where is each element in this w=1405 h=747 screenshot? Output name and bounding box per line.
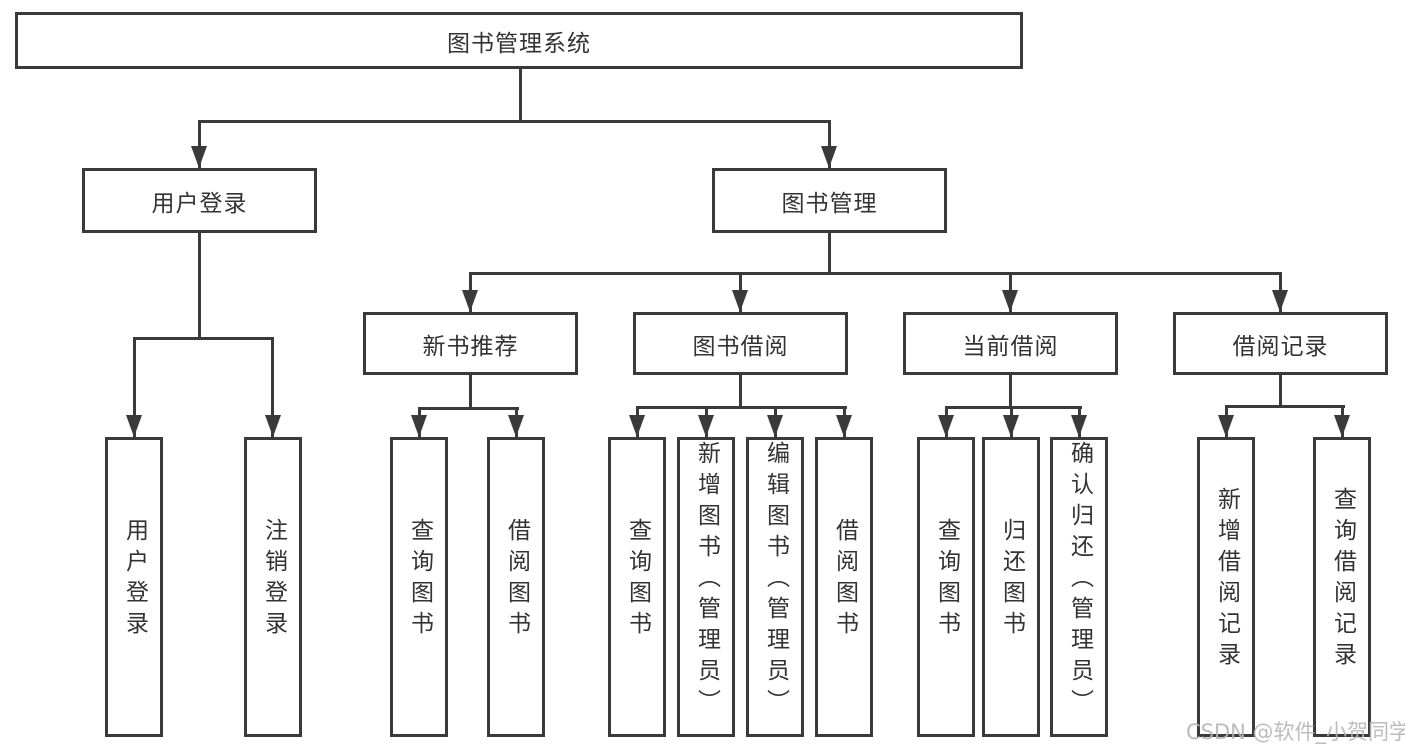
- node-label: 图书管理: [781, 190, 878, 217]
- arrow-down-icon: [629, 415, 645, 437]
- arrow-down-icon: [836, 415, 852, 437]
- node-root-library-management-system: 图书管理系统: [15, 12, 1023, 69]
- connector-line: [469, 375, 472, 410]
- csdn-watermark: CSDN @软件_小贺同学: [1186, 720, 1405, 744]
- arrow-down-icon: [938, 415, 954, 437]
- arrow-down-icon: [1272, 290, 1288, 312]
- node-label: 用户登录: [151, 190, 248, 217]
- connector-line: [198, 233, 201, 340]
- node-label: 注销登录: [260, 518, 287, 642]
- node-label: 确认归还（管理员）: [1066, 440, 1093, 720]
- connector-line: [133, 337, 136, 437]
- arrow-down-icon: [126, 415, 142, 437]
- arrow-down-icon: [191, 146, 207, 168]
- node-label: 当前借阅: [962, 333, 1059, 360]
- leaf-user-login: 用户登录: [105, 437, 163, 737]
- connector-line: [469, 272, 1282, 275]
- connector-line: [828, 233, 831, 275]
- leaf-return-books: 归还图书: [982, 437, 1040, 737]
- leaf-query-books-current: 查询图书: [917, 437, 975, 737]
- connector-line: [1279, 375, 1282, 408]
- arrow-down-icon: [1071, 415, 1087, 437]
- arrow-down-icon: [767, 415, 783, 437]
- node-new-book-recommend: 新书推荐: [363, 312, 578, 375]
- node-user-login: 用户登录: [82, 168, 317, 233]
- arrow-down-icon: [732, 290, 748, 312]
- node-label: 查询图书: [406, 518, 433, 642]
- connector-line: [271, 337, 274, 437]
- node-label: 新书推荐: [422, 333, 519, 360]
- arrow-down-icon: [1003, 415, 1019, 437]
- node-label: 查询图书: [624, 518, 651, 642]
- node-current-borrow: 当前借阅: [903, 312, 1118, 375]
- arrow-down-icon: [1002, 290, 1018, 312]
- arrow-down-icon: [698, 415, 714, 437]
- leaf-borrow-books: 借阅图书: [815, 437, 873, 737]
- leaf-query-books-recommend: 查询图书: [390, 437, 448, 737]
- arrow-down-icon: [508, 415, 524, 437]
- node-label: 归还图书: [998, 518, 1025, 642]
- connector-line: [198, 120, 831, 123]
- leaf-edit-books-admin: 编辑图书（管理员）: [746, 437, 804, 737]
- node-label: 新增借阅记录: [1213, 487, 1240, 673]
- arrow-down-icon: [411, 415, 427, 437]
- connector-line: [418, 407, 519, 410]
- leaf-logout: 注销登录: [244, 437, 302, 737]
- node-borrow-records: 借阅记录: [1173, 312, 1388, 375]
- node-label: 编辑图书（管理员）: [762, 440, 789, 720]
- connector-line: [636, 406, 847, 409]
- leaf-query-borrow-record: 查询借阅记录: [1313, 437, 1371, 737]
- leaf-confirm-return-admin: 确认归还（管理员）: [1050, 437, 1108, 737]
- leaf-add-borrow-record: 新增借阅记录: [1197, 437, 1255, 737]
- node-book-borrow: 图书借阅: [633, 312, 848, 375]
- arrow-down-icon: [1334, 415, 1350, 437]
- arrow-down-icon: [265, 415, 281, 437]
- node-label: 借阅记录: [1232, 333, 1329, 360]
- connector-line: [828, 120, 831, 168]
- connector-line: [198, 120, 201, 168]
- connector-line: [945, 406, 1082, 409]
- node-book-management: 图书管理: [712, 168, 947, 233]
- connector-line: [1225, 405, 1345, 408]
- connector-line: [1009, 375, 1012, 409]
- node-label: 查询图书: [933, 518, 960, 642]
- arrow-down-icon: [1218, 415, 1234, 437]
- node-label: 查询借阅记录: [1329, 487, 1356, 673]
- connector-line: [519, 69, 522, 120]
- leaf-query-books-borrow: 查询图书: [608, 437, 666, 737]
- connector-line: [739, 375, 742, 409]
- leaf-add-books-admin: 新增图书（管理员）: [677, 437, 735, 737]
- arrow-down-icon: [821, 146, 837, 168]
- leaf-borrow-books-recommend: 借阅图书: [487, 437, 545, 737]
- node-label: 用户登录: [121, 518, 148, 642]
- arrow-down-icon: [462, 290, 478, 312]
- node-label: 图书管理系统: [447, 30, 591, 57]
- node-label: 新增图书（管理员）: [693, 440, 720, 720]
- connector-line: [133, 337, 274, 340]
- node-label: 借阅图书: [503, 518, 530, 642]
- node-label: 借阅图书: [831, 518, 858, 642]
- node-label: 图书借阅: [692, 333, 789, 360]
